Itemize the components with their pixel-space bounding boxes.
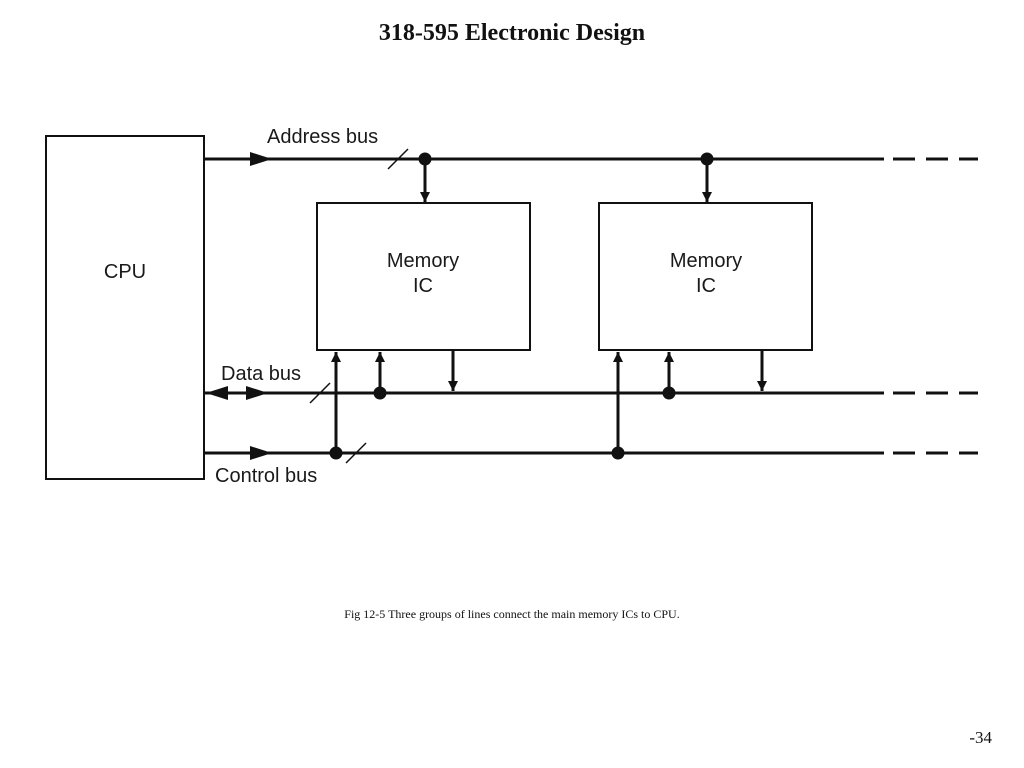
cpu-label: CPU: [104, 261, 146, 283]
junction-dot-control-ic1: [329, 446, 343, 460]
address-bus-arrow: [250, 152, 272, 166]
address-bus-label: Address bus: [267, 126, 378, 148]
data-bus-label: Data bus: [221, 363, 301, 385]
memory-ic-1-label-line1: Memory: [387, 250, 459, 272]
figure-caption: Fig 12-5 Three groups of lines connect t…: [344, 607, 680, 621]
memory-ic-1-label-line2: IC: [413, 275, 433, 297]
page-number: -34: [969, 728, 992, 747]
memory-ic-block-2: [598, 202, 813, 351]
memory-ic-block-1: [316, 202, 531, 351]
data-bus-arrow-left: [206, 386, 228, 400]
junction-dot-address-ic2: [700, 152, 714, 166]
memory-ic-2-label-line1: Memory: [670, 250, 742, 272]
junction-dot-data-ic2: [662, 386, 676, 400]
memory-ic-2-label-line2: IC: [696, 275, 716, 297]
junction-dot-data-ic1: [373, 386, 387, 400]
slide-title: 318-595 Electronic Design: [378, 20, 646, 46]
control-bus-arrow: [250, 446, 272, 460]
data-bus-arrow-right: [246, 386, 268, 400]
control-bus-label: Control bus: [215, 465, 317, 487]
control-bus-slash: [345, 442, 367, 464]
address-bus-slash: [387, 148, 409, 170]
junction-dot-address-ic1: [418, 152, 432, 166]
data-bus-slash: [309, 382, 331, 404]
junction-dot-control-ic2: [611, 446, 625, 460]
cpu-block: [45, 135, 205, 480]
